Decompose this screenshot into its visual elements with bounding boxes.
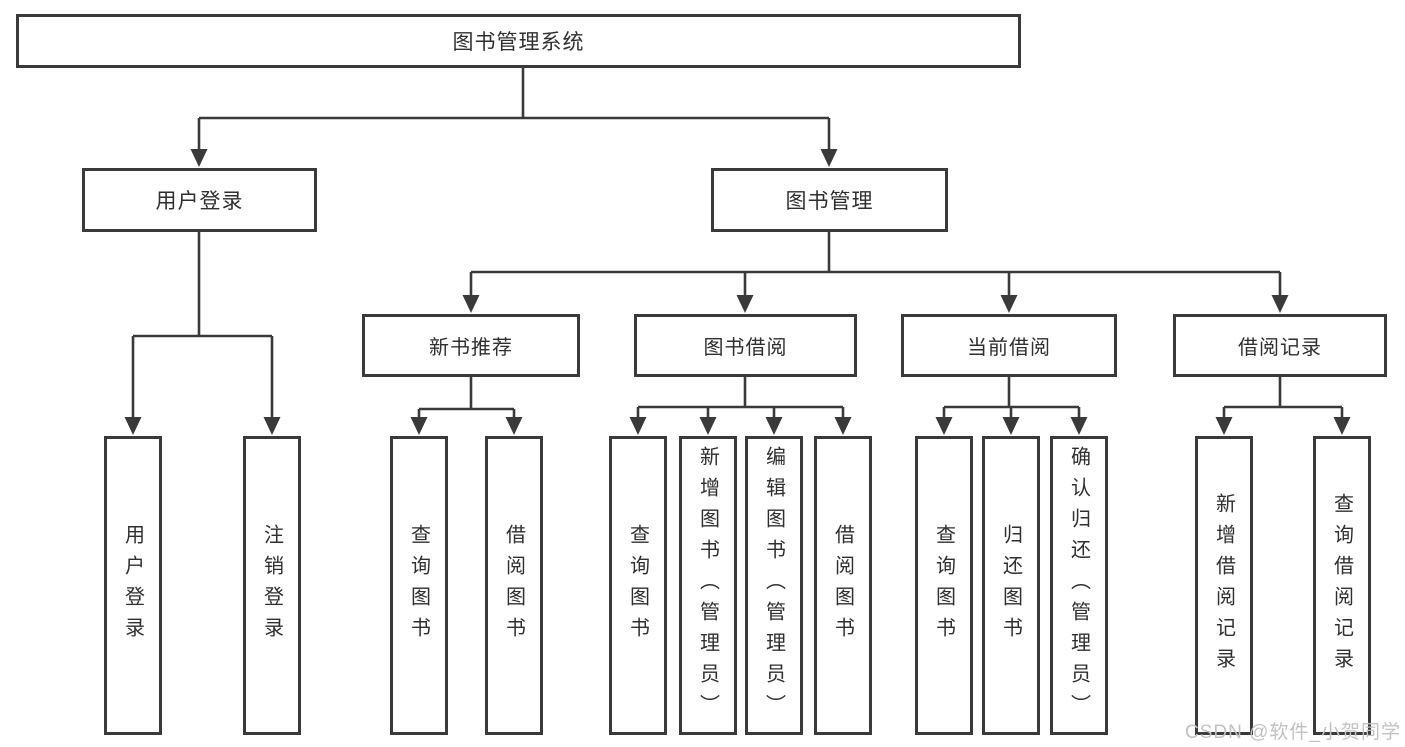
connector-edges	[131, 68, 1344, 421]
node-root: 图书管理系统	[16, 14, 1021, 68]
leaf-query-books-1: 查询图书	[390, 436, 448, 735]
leaf-logout: 注销登录	[243, 436, 301, 735]
leaf-label: 确认归还（管理员）	[1067, 446, 1090, 725]
leaf-query-books-3: 查询图书	[915, 436, 973, 735]
leaf-label: 新增图书（管理员）	[696, 446, 719, 725]
leaf-label: 查询图书	[932, 523, 955, 648]
leaf-add-book-admin: 新增图书（管理员）	[679, 436, 737, 735]
leaf-label: 借阅图书	[831, 523, 854, 648]
node-book-management: 图书管理	[711, 168, 948, 232]
leaf-label: 编辑图书（管理员）	[762, 446, 785, 725]
leaf-label: 注销登录	[260, 523, 283, 648]
leaf-label: 查询图书	[626, 523, 649, 648]
leaf-label: 归还图书	[999, 523, 1022, 648]
node-new-book-recommend: 新书推荐	[362, 314, 580, 377]
node-current-borrowing: 当前借阅	[901, 314, 1117, 377]
leaf-label: 查询图书	[407, 523, 430, 648]
leaf-label: 查询借阅记录	[1330, 492, 1353, 679]
leaf-user-login: 用户登录	[104, 436, 162, 735]
node-borrowing-records: 借阅记录	[1173, 314, 1387, 377]
leaf-add-borrow-record: 新增借阅记录	[1195, 436, 1253, 735]
leaf-edit-book-admin: 编辑图书（管理员）	[745, 436, 803, 735]
node-user-login: 用户登录	[82, 168, 317, 232]
leaf-borrow-books-2: 借阅图书	[814, 436, 872, 735]
csdn-watermark: CSDN @软件_小贺同学	[1185, 722, 1401, 743]
leaf-return-books: 归还图书	[982, 436, 1040, 735]
leaf-query-borrow-record: 查询借阅记录	[1313, 436, 1371, 735]
leaf-confirm-return-admin: 确认归还（管理员）	[1050, 436, 1108, 735]
leaf-label: 新增借阅记录	[1212, 492, 1235, 679]
leaf-label: 借阅图书	[502, 523, 525, 648]
leaf-query-books-2: 查询图书	[609, 436, 667, 735]
leaf-label: 用户登录	[121, 523, 144, 648]
node-book-borrowing: 图书借阅	[634, 314, 857, 377]
leaf-borrow-books-1: 借阅图书	[485, 436, 543, 735]
